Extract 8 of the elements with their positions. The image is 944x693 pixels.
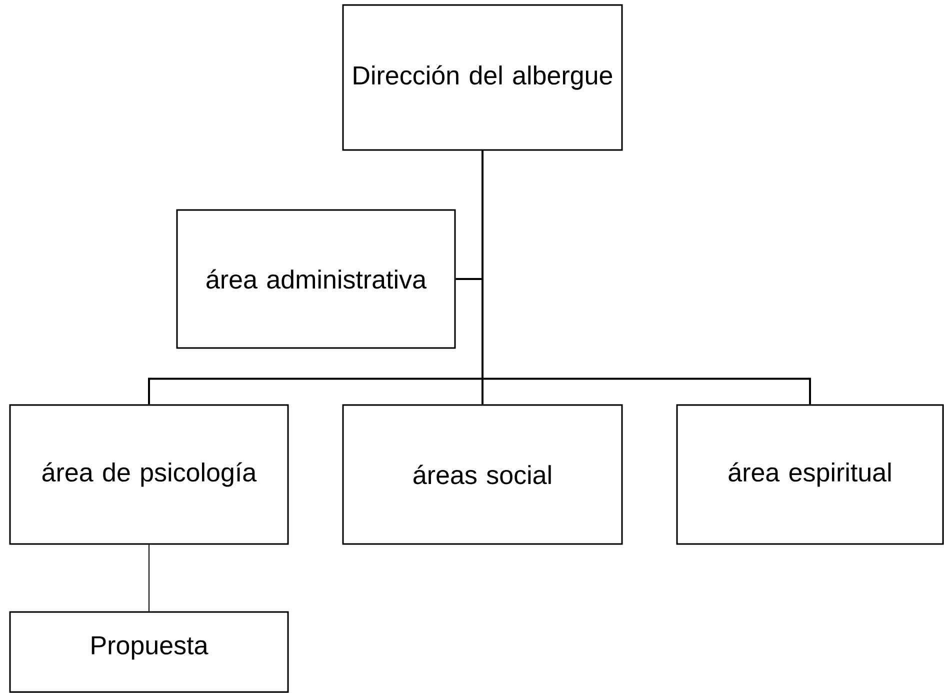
org-box: Propuesta xyxy=(9,611,289,693)
connector-line xyxy=(148,544,150,612)
org-box: Dirección del albergue xyxy=(342,4,623,151)
connector-line xyxy=(482,150,812,404)
org-box: áreas social xyxy=(342,404,623,545)
org-box: área administrativa xyxy=(176,209,456,349)
org-box: área de psicología xyxy=(9,404,289,545)
org-box: área espiritual xyxy=(676,404,944,545)
